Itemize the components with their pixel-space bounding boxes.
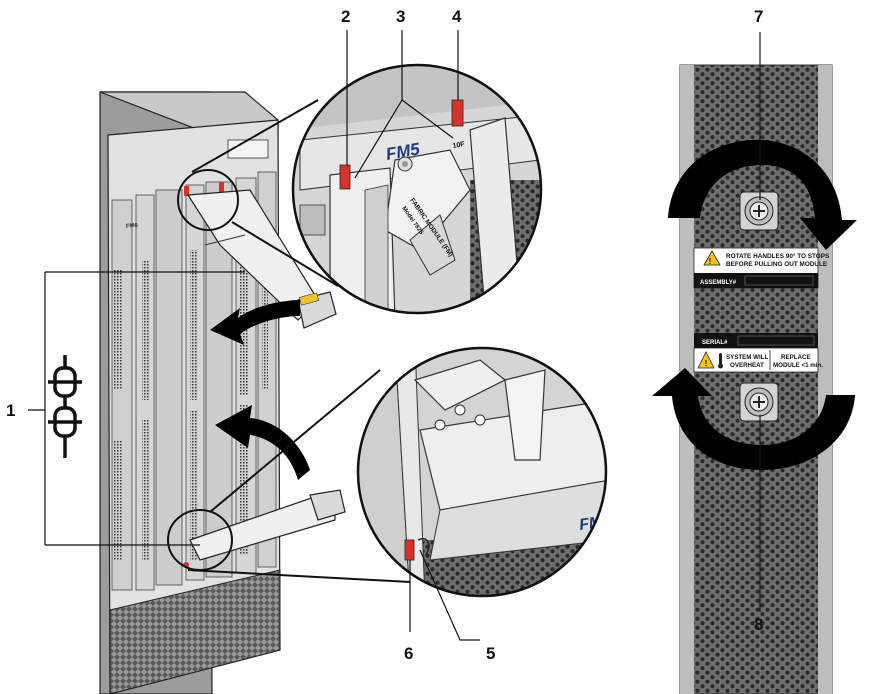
replace-line-2: MODULE <1 min. [773,362,823,369]
callout-1-bracket [28,271,245,546]
overheat-line-1: SYSTEM WILL [726,354,768,361]
callout-7: 7 [754,7,763,26]
bottom-handle [189,489,346,561]
chassis-slot-label: FM6 [126,223,139,230]
warning-triangle-icon [703,250,721,266]
callout-1: 1 [6,401,15,420]
link-icon [53,355,77,458]
chassis-top-latch-right [219,182,224,192]
callout-2: 2 [341,7,350,26]
pull-arrow-upper [210,300,300,345]
top-zoom-detail: FM5 FABRIC MODULE (FM) Model 7825 10F [291,63,543,315]
chassis [99,91,346,694]
assembly-label: ASSEMBLY# [700,280,737,286]
overheat-warning-label [693,347,819,373]
callout-leaders [346,30,480,641]
overheat-line-2: OVERHEAT [730,362,764,369]
callout-8: 8 [754,615,763,634]
zoom-guide-lines [187,99,411,583]
chassis-bottom-vent [109,569,281,694]
rotate-arrow-upper [668,139,857,250]
chassis-slots [111,171,277,591]
extended-module [186,189,337,329]
rotate-warning-line-2: BEFORE PULLING OUT MODULE [726,261,828,268]
chassis-top-latch-left [184,186,189,196]
svg-text:!: ! [709,257,712,266]
callout-6: 6 [404,644,413,663]
serial-label: SERIAL# [702,340,728,346]
replace-line-1: REPLACE [781,354,811,361]
thermometer-icon [719,353,722,365]
rotate-warning-line-1: ROTATE HANDLES 90° TO STOPS [726,252,830,260]
top-detail-ring [177,169,239,231]
callout-5: 5 [486,644,495,663]
overheat-triangle-icon [697,351,715,369]
lower-thumbscrew [739,382,779,422]
upper-thumbscrew [739,191,779,231]
rotate-arrow-lower [652,368,855,470]
pull-arrow-lower [215,405,310,480]
svg-text:!: ! [705,359,708,368]
top-zoom-module-text-3: 10F [452,141,466,150]
bottom-zoom-detail: FM [356,346,608,598]
callout-3: 3 [396,7,405,26]
callout-4: 4 [452,7,462,26]
